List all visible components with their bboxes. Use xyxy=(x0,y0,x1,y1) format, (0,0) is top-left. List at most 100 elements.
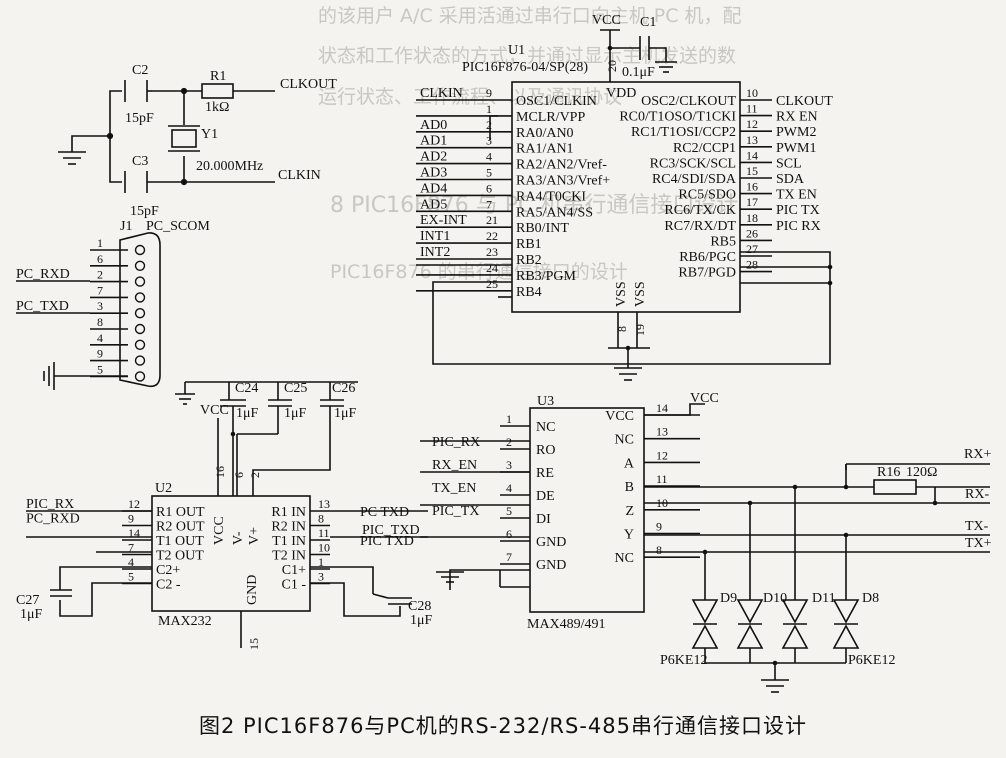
pin-name: RC0/T1OSO/T1CKI xyxy=(619,110,736,125)
pin-name: RB4 xyxy=(516,285,542,300)
u1-vss-pin: 8 xyxy=(615,326,629,332)
oscillator-labels: C2 15pF R1 1kΩ Y1 20.000MHz C3 15pF CLKO… xyxy=(125,63,337,219)
pin-name: Z xyxy=(625,504,634,519)
net-label: CLKOUT xyxy=(776,94,833,109)
u1-ref: U1 xyxy=(508,43,525,58)
pin-name: VCC xyxy=(605,409,634,424)
c25-value: 1μF xyxy=(284,406,307,421)
pin-number: 1 xyxy=(97,236,103,250)
pin-number: 16 xyxy=(746,180,758,194)
pin-name: RA5/AN4/SS xyxy=(516,205,593,220)
net-tx-neg: TX- xyxy=(965,519,989,534)
pin-socket xyxy=(134,276,146,287)
pin-name: RB1 xyxy=(516,237,542,252)
d9-ref: D9 xyxy=(720,591,737,606)
pin-number: 10 xyxy=(746,86,758,100)
pin-name: NC xyxy=(615,551,634,566)
pin-number: 5 xyxy=(128,570,134,584)
pin-name: RC1/T1OSI/CCP2 xyxy=(631,125,736,140)
net-label: PC TXD xyxy=(360,505,409,520)
c2-value: 15pF xyxy=(125,111,154,126)
pin-name: Y xyxy=(624,528,634,543)
schematic-diagram: 的该用户 A/C 采用活通过串行口向主机 PC 机，配 状态和工作状态的方式，并… xyxy=(16,5,992,693)
net-label: INT1 xyxy=(420,229,450,244)
r16-value: 120Ω xyxy=(906,465,937,480)
pin-socket xyxy=(134,292,146,303)
y1-ref: Y1 xyxy=(201,127,218,142)
d10-ref: D10 xyxy=(763,591,787,606)
pin-number: 1 xyxy=(486,102,492,116)
net-label: AD2 xyxy=(420,150,447,165)
pin-name: RB5 xyxy=(710,234,736,249)
pin-number: 16 xyxy=(213,466,227,478)
tvs-diode-upper xyxy=(691,599,719,624)
pin-number: 8 xyxy=(656,543,662,557)
ghost-text-line: 状态和工作状态的方式，并通过显示主机发送的数 xyxy=(318,45,736,67)
pin-name: DE xyxy=(536,489,555,504)
pin-name: RC7/RX/DT xyxy=(664,219,736,234)
pin-name: C1 - xyxy=(282,578,307,593)
u2-gnd-pin: 15 xyxy=(247,638,261,650)
u1-part: PIC16F876-04/SP(28) xyxy=(462,60,588,75)
pin-name: RE xyxy=(536,466,554,481)
pin-name: RB0/INT xyxy=(516,221,569,236)
pin-number: 18 xyxy=(746,211,758,225)
net-label: SCL xyxy=(776,156,802,171)
net-label: PIC TX xyxy=(776,203,820,218)
ghost-text-line: 的该用户 A/C 采用活通过串行口向主机 PC 机，配 xyxy=(318,5,742,27)
tvs-diodes xyxy=(691,599,860,649)
pin-number: 10 xyxy=(656,496,668,510)
pin-name: RA1/AN1 xyxy=(516,142,574,157)
u3-max489: U3 MAX489/491 VCC R16 120Ω RX+ RX- TX- T… xyxy=(420,391,992,693)
net-label: SDA xyxy=(776,172,805,187)
pin-number: 13 xyxy=(318,497,330,511)
net-label: TX EN xyxy=(776,188,817,203)
pin-number: 17 xyxy=(746,195,758,209)
pin-number: 2 xyxy=(486,118,492,132)
net-label: PIC_TXD xyxy=(362,523,420,538)
pin-name: V+ xyxy=(247,527,262,545)
net-label: PWM2 xyxy=(776,125,816,140)
pin-socket xyxy=(134,323,146,335)
pin-number: 14 xyxy=(128,526,140,540)
figure-caption: 图2 PIC16F876与PC机的RS-232/RS-485串行通信接口设计 xyxy=(198,714,807,738)
ghost-text-line: 8 PIC16F876 与 PC 机串行通信接口设计 xyxy=(330,193,738,218)
pin-number: 12 xyxy=(128,497,140,511)
tvs-diode-lower xyxy=(736,624,764,649)
pin-number: 4 xyxy=(128,555,134,569)
net-tx-pos: TX+ xyxy=(965,536,992,551)
u1-pic16f876: VCC C1 0.1μF U1 PIC16F876-04/SP(28) 20 V… xyxy=(416,13,833,381)
tvs-diode-upper xyxy=(736,599,764,624)
pin-name: RB3/PGM xyxy=(516,269,576,284)
pin-socket xyxy=(134,260,146,271)
pin-socket xyxy=(134,339,146,350)
r16-ref: R16 xyxy=(877,465,900,480)
u2-gnd-label: GND xyxy=(245,575,260,605)
u3-part: MAX489/491 xyxy=(527,617,606,632)
u1-vdd-label: VDD xyxy=(606,86,636,101)
net-pc-rxd-j1: PC_RXD xyxy=(16,267,70,282)
pin-name: RC3/SCK/SCL xyxy=(650,156,736,171)
pin-socket xyxy=(134,308,146,319)
d8-ref: D8 xyxy=(862,591,879,606)
c27-ref: C27 xyxy=(16,593,39,608)
pin-number: 6 xyxy=(232,472,246,478)
pin-name: RC6/TX/CK xyxy=(664,203,736,218)
pin-name: C2 - xyxy=(156,578,181,593)
pin-name: RB2 xyxy=(516,253,542,268)
net-label: AD5 xyxy=(420,197,447,212)
net-label: AD4 xyxy=(420,181,447,196)
pin-number: 4 xyxy=(486,150,492,164)
background-ghost-text: 的该用户 A/C 采用活通过串行口向主机 PC 机，配 状态和工作状态的方式，并… xyxy=(318,5,742,283)
pin-number: 9 xyxy=(486,86,492,100)
c28-value: 1μF xyxy=(410,613,433,628)
pin-number: 2 xyxy=(248,472,262,478)
net-rx-neg: RX- xyxy=(965,487,989,502)
net-label: RX EN xyxy=(776,110,818,125)
pin-number: 3 xyxy=(486,134,492,148)
pin-number: 9 xyxy=(97,347,103,361)
pin-name: NC xyxy=(615,433,634,448)
pin-name: T1 OUT xyxy=(156,534,204,549)
pin-number: 8 xyxy=(97,315,103,329)
